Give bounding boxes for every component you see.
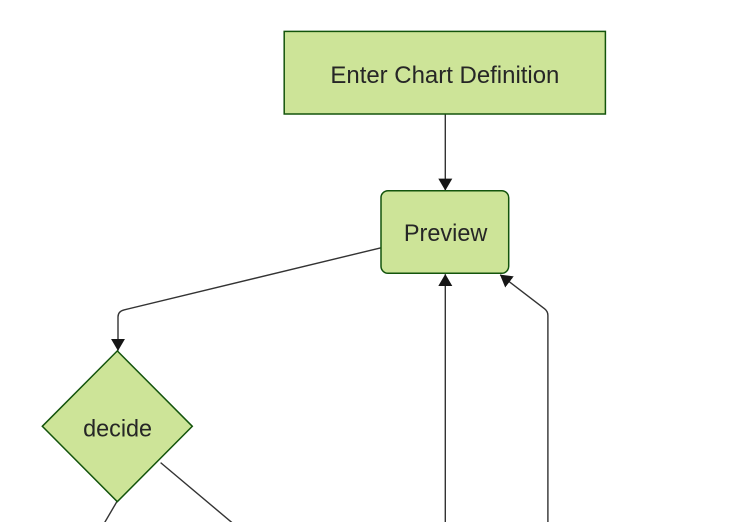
svg-text:Enter Chart Definition: Enter Chart Definition (330, 62, 559, 89)
svg-text:Preview: Preview (404, 220, 488, 247)
svg-text:decide: decide (83, 416, 152, 443)
